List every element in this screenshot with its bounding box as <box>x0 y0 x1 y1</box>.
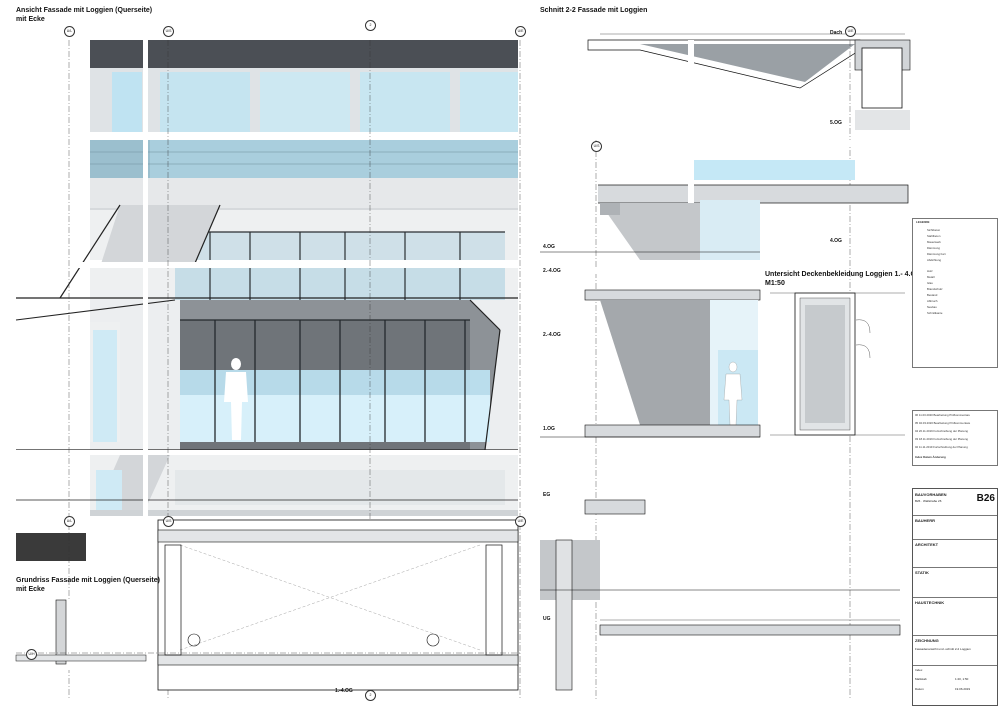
project-code: B26 <box>976 493 995 504</box>
soffit-title: Untersicht Deckenbekleidung Loggien 1.- … <box>765 271 922 278</box>
datum-value: 19.06.2019 <box>955 687 971 691</box>
legend-item: Glas <box>927 281 933 285</box>
legend-item: Neubau <box>927 305 937 309</box>
level-4og-right: 4.OG <box>830 238 842 244</box>
legend-item: Stahlbeton <box>927 234 941 238</box>
legend-item: Mauerwerk <box>927 240 941 244</box>
level-5og: 5.OG <box>830 120 842 126</box>
revision-row: 05 02.03.2020 Bearbeitung Prüfkommentare <box>915 421 971 425</box>
grid-bubble-b-lower: U/S <box>163 516 174 527</box>
section-mark-bottom: 2 <box>365 690 376 701</box>
elevation-view <box>10 30 530 700</box>
legend-item: Dämmung hart <box>927 252 946 256</box>
legend-item: Schnittkante <box>927 311 943 315</box>
statik-label: STATIK <box>915 570 929 575</box>
level-1og: 1.OG <box>543 426 555 432</box>
legend-item: Holz <box>927 269 933 273</box>
level-eg: EG <box>543 492 551 498</box>
level-2-4og-a: 2.-4.OG <box>543 268 561 274</box>
section-view <box>540 33 911 700</box>
revision-row: 06 11.03.2020 Bearbeitung Prüfkommentare <box>915 413 970 417</box>
revision-row: 03 18.11.2019 Fortschreibung der Planung <box>915 437 968 441</box>
massstab-label: Maßstab <box>915 677 927 681</box>
plan-view <box>15 519 520 691</box>
plan-subtitle: mit Ecke <box>16 586 45 593</box>
legend: LEGENDE Sichtbeton Stahlbeton Mauerwerk … <box>912 218 998 368</box>
elevation-title: Ansicht Fassade mit Loggien (Querseite) <box>16 7 153 14</box>
revision-table: 06 11.03.2020 Bearbeitung Prüfkommentare… <box>912 410 998 466</box>
architekt-label: ARCHITEKT <box>915 542 939 547</box>
grid-bubble-section-e: U/E <box>845 26 856 37</box>
zeichnung-value: Fassadenansicht und -schnitt 2-2 Loggien <box>915 647 971 651</box>
bauherr-label: BAUHERR <box>915 518 935 523</box>
legend-item: Abdichtung <box>927 258 941 262</box>
plan-title: Grundriss Fassade mit Loggien (Querseite… <box>16 577 160 584</box>
level-4og-left: 4.OG <box>543 244 555 250</box>
legend-item: Brandschutz <box>927 287 943 291</box>
section-mark-top: 2 <box>365 20 376 31</box>
grid-bubble-a: U/L <box>64 26 75 37</box>
level-ug: UG <box>543 616 551 622</box>
grid-bubble-b: U/S <box>163 26 174 37</box>
grid-bubble-d: U/E <box>515 26 526 37</box>
revision-header: Index Datum Änderung <box>915 455 946 459</box>
soffit-scale: M1:50 <box>765 280 785 287</box>
elevation-subtitle: mit Ecke <box>16 16 45 23</box>
grid-bubble-a-lower: U/L <box>64 516 75 527</box>
section-title: Schnitt 2-2 Fassade mit Loggien <box>540 7 648 14</box>
legend-item: Metall <box>927 275 935 279</box>
revision-row: 04 20.11.2019 Fortschreibung der Planung <box>915 429 968 433</box>
datum-label: Datum <box>915 687 924 691</box>
soffit-view <box>770 292 905 436</box>
grid-bubble-d-lower: U/E <box>515 516 526 527</box>
legend-item: Dämmung <box>927 246 940 250</box>
bauvorhaben-label: BAUVORHABEN <box>915 492 947 497</box>
legend-item: Sichtbeton <box>927 228 941 232</box>
level-dach: Dach <box>830 30 843 36</box>
plan-level-label: 1.-4.OG <box>335 688 353 694</box>
haustechnik-label: HAUSTECHNIK <box>915 600 945 605</box>
legend-item: Abbruch <box>927 299 938 303</box>
title-block: B26 BAUVORHABEN B26 · Wallstraße 26 BAUH… <box>912 488 998 706</box>
index-label: Index <box>915 668 923 672</box>
legend-title: LEGENDE <box>916 220 930 224</box>
bauvorhaben-value: B26 · Wallstraße 26 <box>915 499 942 503</box>
zeichnung-label: ZEICHNUNG <box>915 638 939 643</box>
revision-row: 02 11.11.2019 Fortschreibung der Planung <box>915 445 968 449</box>
level-2-4og-b: 2.-4.OG <box>543 332 561 338</box>
legend-item: Bestand <box>927 293 938 297</box>
grid-bubble-c: U/H <box>26 649 37 660</box>
grid-bubble-section: U/S <box>591 141 602 152</box>
massstab-value: 1:20, 1:50 <box>955 677 969 681</box>
